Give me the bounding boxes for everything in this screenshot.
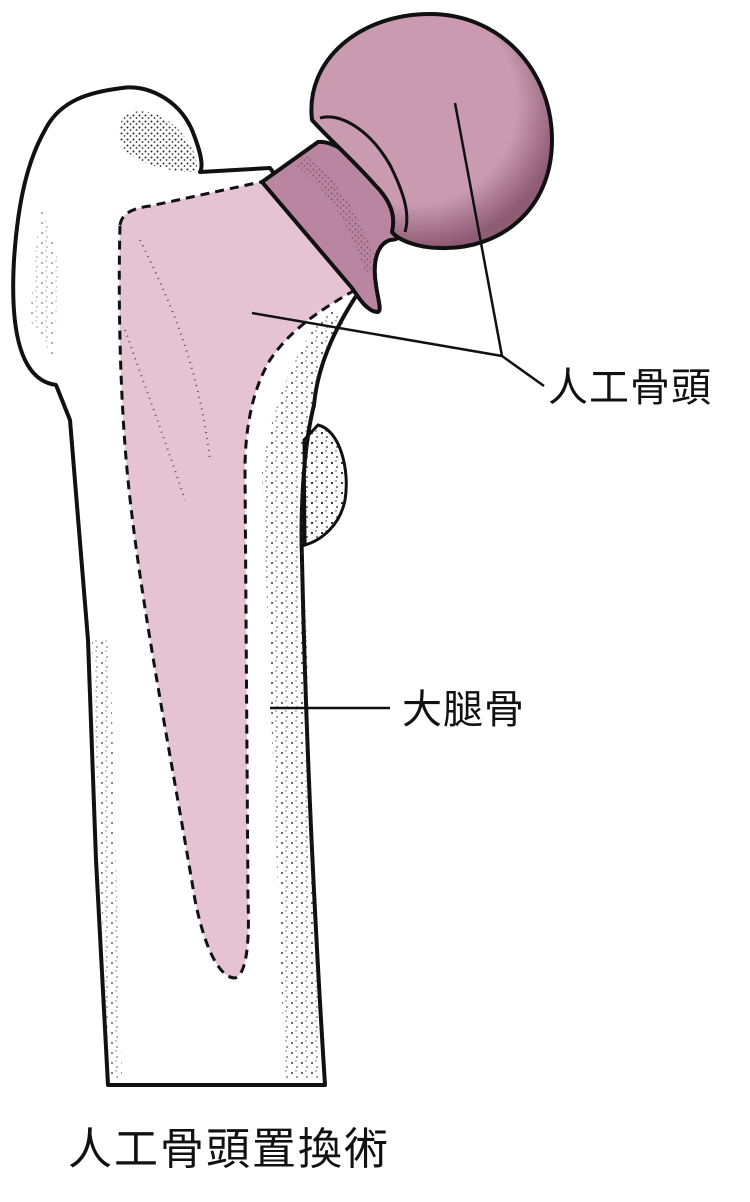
leader-line-head-ball [453, 102, 504, 357]
leader-line-head-label [501, 354, 545, 388]
label-artificial-femoral-head: 人工骨頭 [548, 365, 712, 411]
prosthesis-ball-head [309, 12, 554, 251]
prosthesis-stem [117, 178, 358, 980]
leader-lines [251, 102, 545, 710]
figure-caption: 人工骨頭置換術 [68, 1124, 390, 1175]
label-femur: 大腿骨 [402, 687, 525, 733]
leader-line-head-stem [251, 311, 503, 358]
